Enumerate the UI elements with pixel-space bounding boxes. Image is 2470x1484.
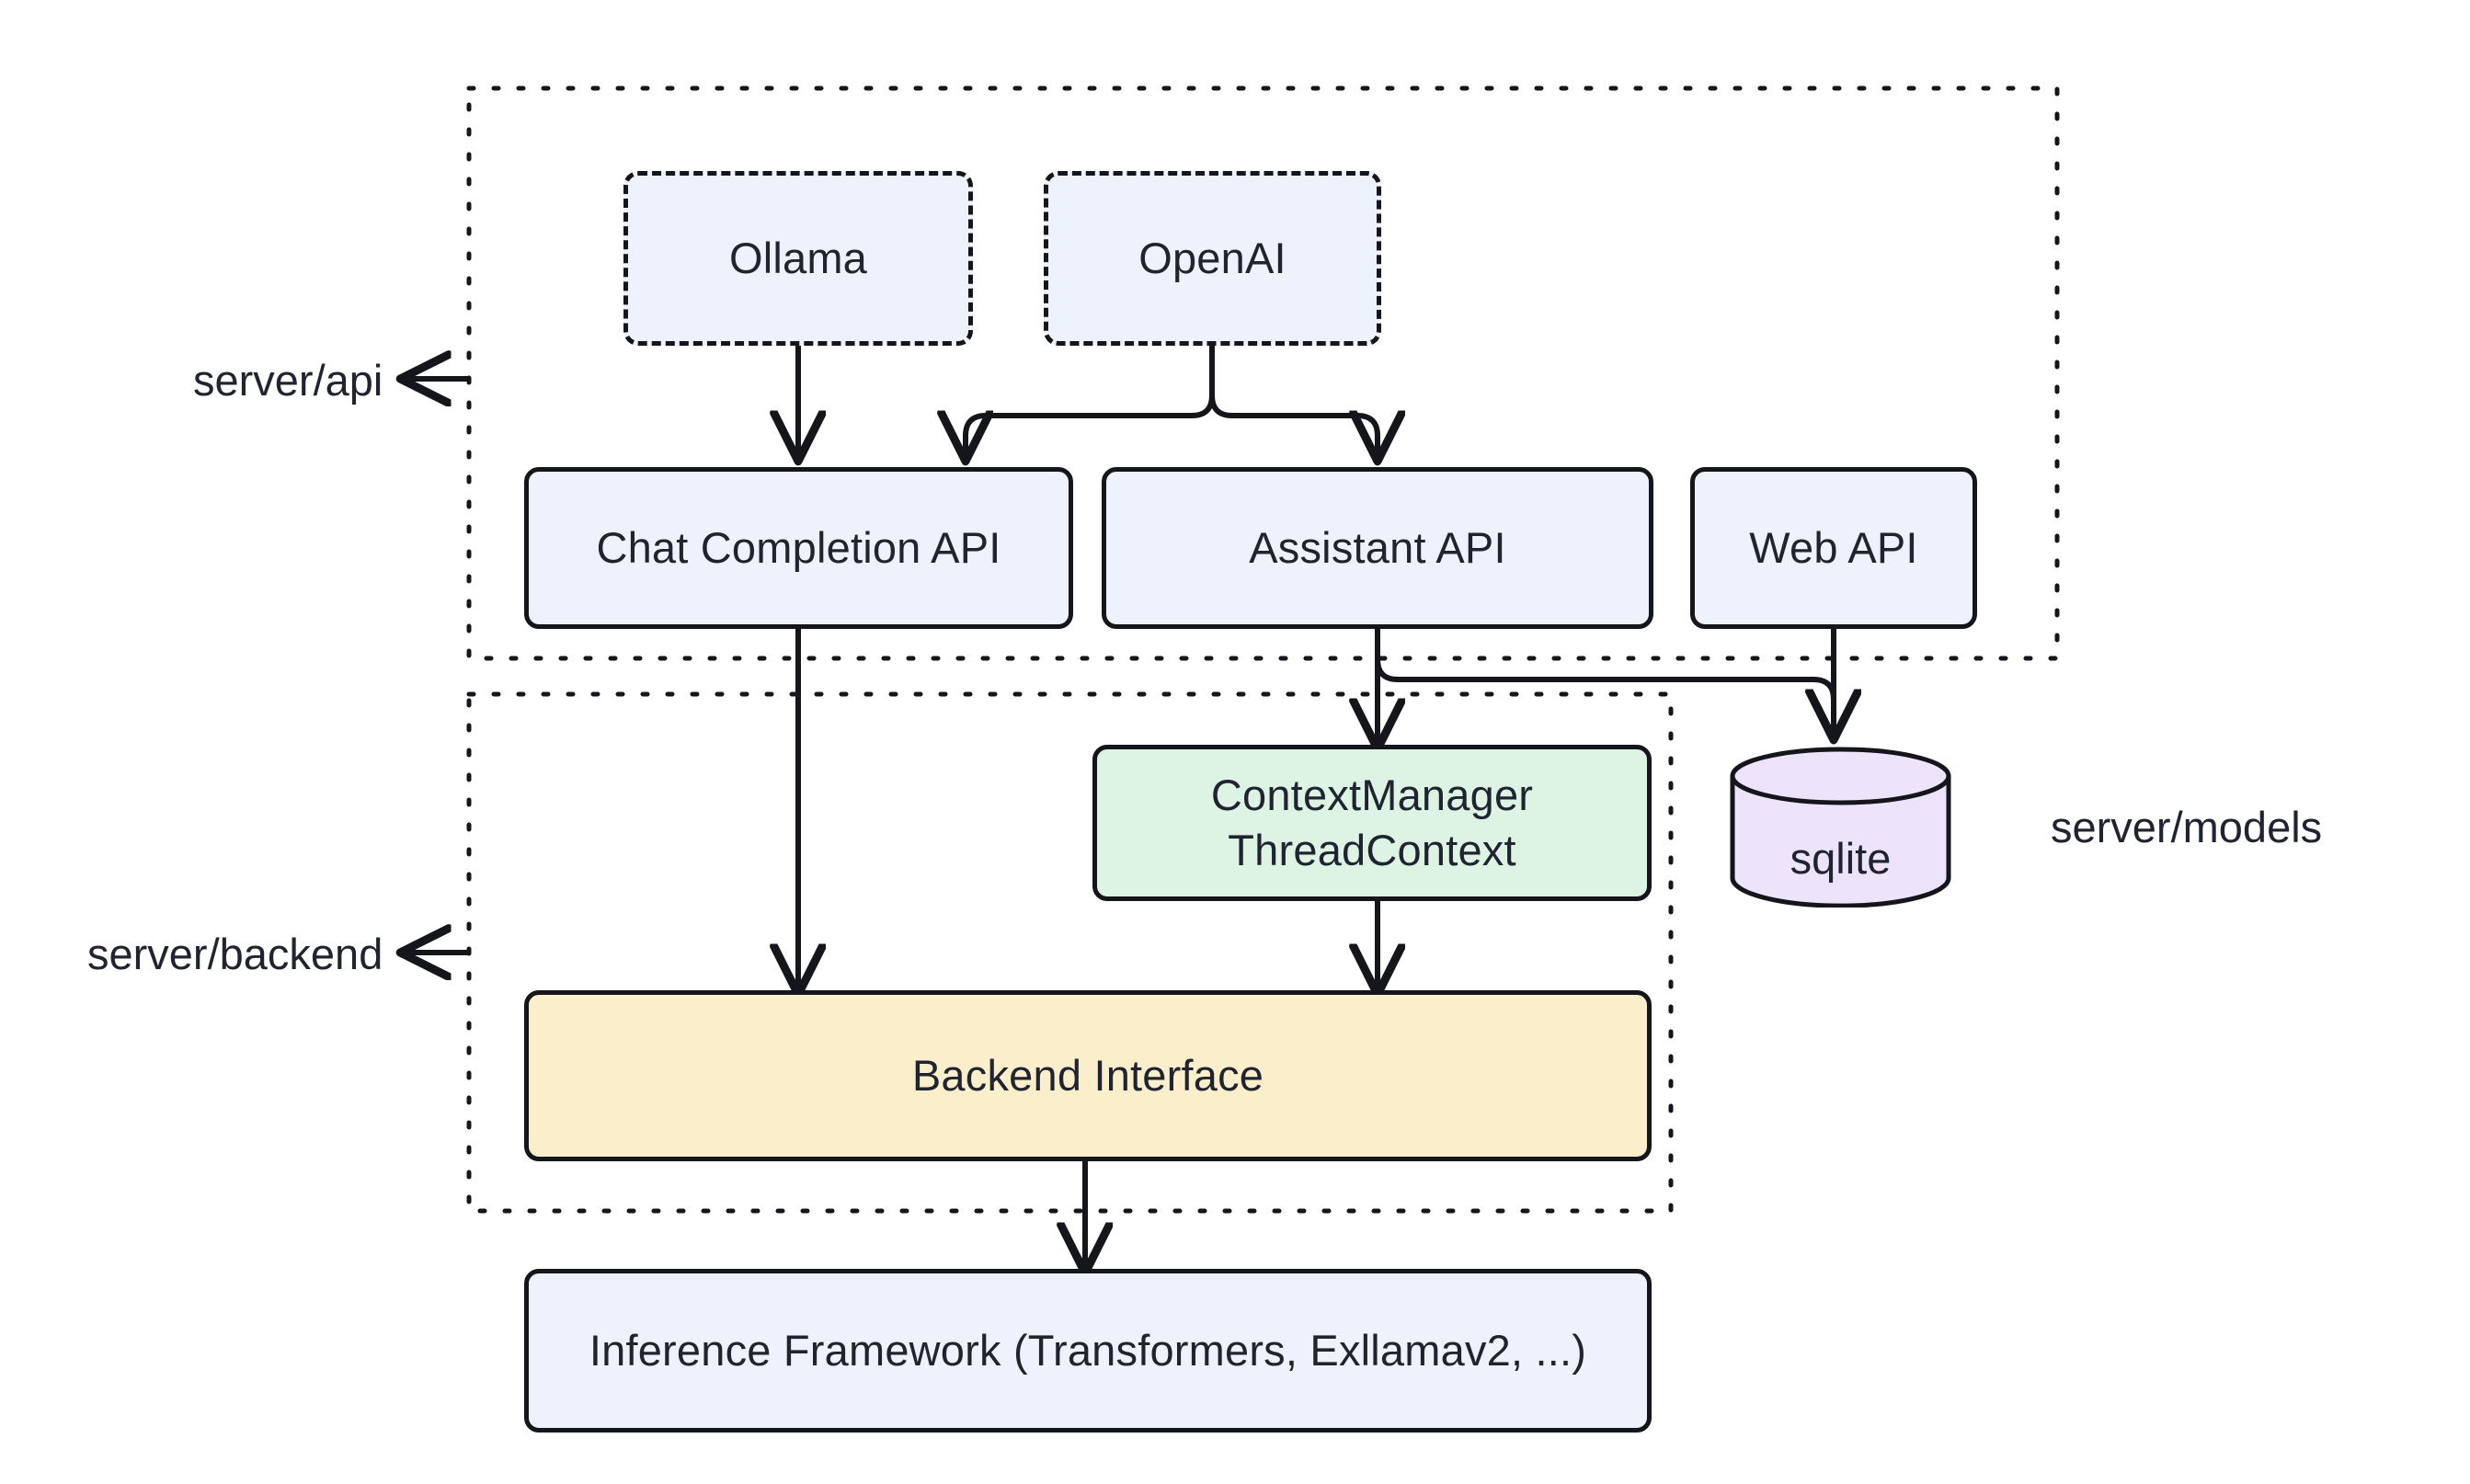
- node-openai[interactable]: OpenAI: [1044, 171, 1381, 346]
- node-inference-framework[interactable]: Inference Framework (Transformers, Exlla…: [524, 1269, 1652, 1433]
- edge-assistant-api-to-sqlite: [1375, 626, 1834, 736]
- node-sqlite-label: sqlite: [1790, 834, 1892, 883]
- node-ollama[interactable]: Ollama: [623, 171, 973, 346]
- cylinder-icon: [1730, 747, 1951, 908]
- group-label-server-backend: server/backend: [87, 930, 383, 978]
- node-backend-interface[interactable]: Backend Interface: [524, 990, 1652, 1161]
- node-assistant-api[interactable]: Assistant API: [1102, 467, 1653, 629]
- group-label-server-models: server/models: [2051, 803, 2323, 851]
- node-context-manager[interactable]: ContextManager ThreadContext: [1092, 745, 1652, 901]
- node-sqlite[interactable]: sqlite: [1728, 747, 1953, 908]
- edge-openai-to-chat-api: [966, 342, 1215, 457]
- group-label-server-api: server/api: [193, 356, 383, 405]
- group-border-api: [466, 86, 2060, 661]
- edge-openai-to-assistant-api: [1209, 342, 1378, 457]
- node-web-api[interactable]: Web API: [1690, 467, 1977, 629]
- node-chat-completion-api[interactable]: Chat Completion API: [524, 467, 1073, 629]
